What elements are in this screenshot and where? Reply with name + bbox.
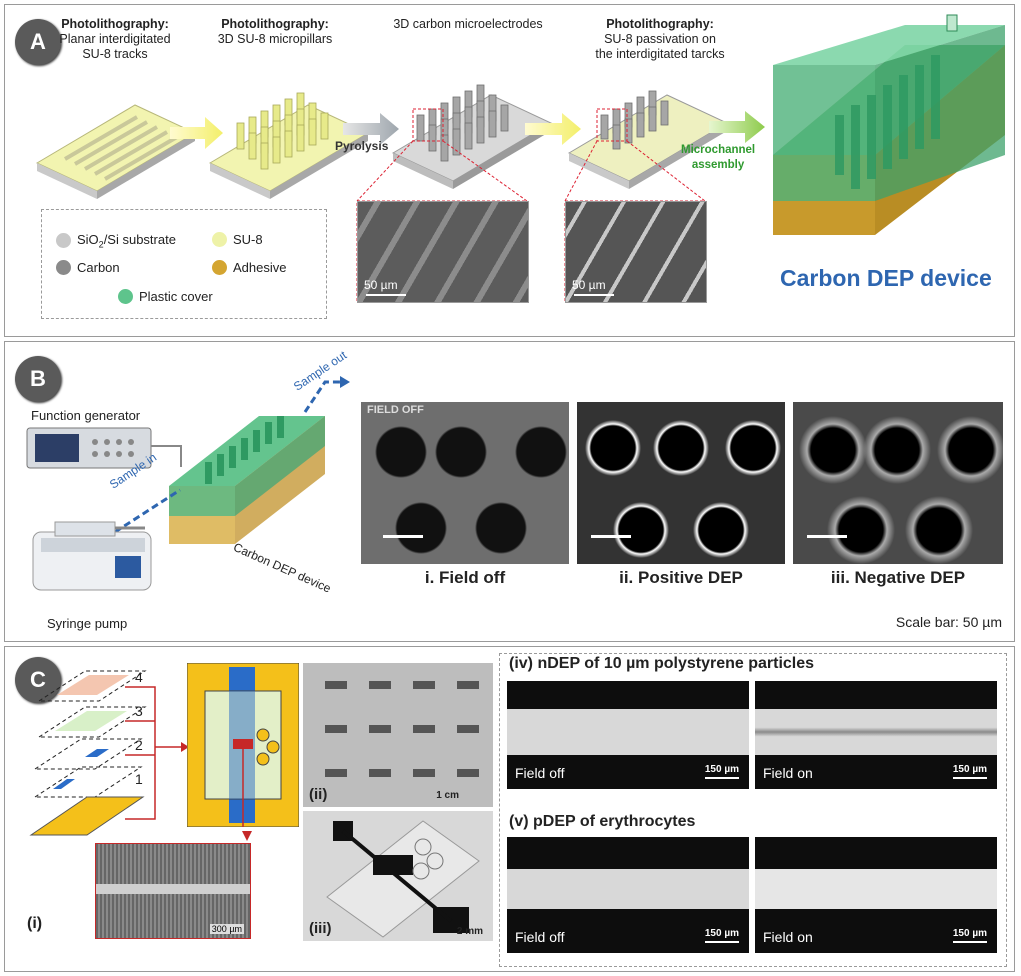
micrograph-scale-bar-3 (807, 535, 847, 538)
chip-photo-drawing (326, 820, 480, 938)
chip-layer-stack (29, 670, 189, 836)
pdep-scale-2: 150 µm (952, 928, 987, 943)
material-legend: SiO2/Si substrate SU-8 Carbon Adhesive P… (41, 209, 327, 319)
step-2-title: Photolithography:3D SU-8 micropillars (217, 17, 333, 46)
layer-label-1: 1 (135, 771, 143, 787)
ndep-field-off-label: Field off (515, 765, 565, 781)
step-4-passivation (564, 90, 729, 202)
scale-label-ii: 1 cm (436, 790, 459, 801)
scale-label-iii: 2 mm (456, 926, 483, 937)
assembled-chip-top-view (187, 663, 299, 827)
micrograph-negative-dep (793, 402, 1003, 564)
step-3-title: 3D carbon microelectrodes (393, 17, 543, 31)
label-iii: (iii) (309, 920, 332, 937)
device-title: Carbon DEP device (780, 265, 992, 291)
plastic-swatch (118, 289, 133, 304)
ndep-scale-2: 150 µm (952, 764, 987, 779)
chip-array-photo-ii: (ii) 1 cm (303, 663, 493, 807)
legend-adhesive: Adhesive (212, 260, 286, 275)
layer-label-2: 2 (135, 737, 143, 753)
function-generator-icon (26, 427, 182, 469)
micrograph-scale-bar-2 (591, 535, 631, 538)
process-arrow-4 (709, 111, 765, 143)
ndep-field-on-label: Field on (763, 765, 813, 781)
panel-c: C 4 3 2 1 (4, 646, 1015, 972)
sem-image-passivation: 50 µm (565, 201, 707, 303)
pdep-field-off-image: Field off 150 µm (507, 837, 749, 953)
syringe-pump-icon (32, 521, 152, 591)
layer-label-4: 4 (135, 669, 143, 685)
sem-scale-label-2: 50 µm (572, 278, 606, 292)
process-arrow-1 (170, 117, 223, 149)
pyrolysis-label: Pyrolysis (335, 139, 389, 153)
syringe-pump-label: Syringe pump (47, 616, 128, 631)
channel-micrograph-i: 300 µm (95, 843, 251, 939)
sem-scale-bar-2 (574, 294, 614, 296)
legend-su8: SU-8 (212, 232, 263, 247)
pdep-field-on-image: Field on 150 µm (755, 837, 997, 953)
process-arrow-3 (525, 113, 581, 145)
pdep-field-off-label: Field off (515, 929, 565, 945)
label-i: (i) (27, 915, 43, 932)
fabrication-process-illustration (35, 14, 1005, 302)
carbon-dep-device-setup (114, 376, 350, 544)
step-2-micropillars (208, 92, 370, 199)
pdep-field-on-label: Field on (763, 929, 813, 945)
chip-array-grid (325, 681, 479, 777)
carbon-dep-device-3d (773, 14, 1005, 235)
step-1-substrate (35, 104, 197, 199)
caption-field-off: i. Field off (424, 568, 506, 587)
legend-plastic: Plastic cover (118, 289, 213, 304)
channel-band (96, 884, 250, 894)
label-ii: (ii) (309, 786, 328, 803)
scale-bar-note: Scale bar: 50 µm (895, 614, 1002, 630)
substrate-swatch (56, 233, 71, 249)
experimental-setup-illustration (26, 376, 350, 591)
layer-label-3: 3 (135, 703, 143, 719)
iv-title: (iv) nDEP of 10 µm polystyrene particles (509, 655, 815, 672)
panel-a-badge: A (15, 19, 61, 65)
su8-swatch (212, 232, 227, 247)
arrow-down-icon (242, 831, 252, 841)
panel-b: B Function generator (4, 341, 1015, 642)
chip-photo-iii: (iii) 2 mm (303, 811, 493, 941)
function-generator-label: Function generator (31, 408, 141, 423)
sem-scale-label-1: 50 µm (364, 278, 398, 292)
carbon-swatch (56, 260, 71, 275)
panel-b-badge: B (15, 356, 61, 402)
sem-image-carbon-electrodes: 50 µm (357, 201, 529, 303)
pdep-scale-1: 150 µm (704, 928, 739, 943)
sem-scale-bar-1 (366, 294, 406, 296)
ndep-field-on-image: Field on 150 µm (755, 681, 997, 789)
v-title: (v) pDEP of erythrocytes (509, 813, 696, 830)
caption-negative-dep: iii. Negative DEP (830, 568, 966, 587)
adhesive-swatch (212, 260, 227, 275)
micrograph-field-off: FIELD OFF (361, 402, 569, 564)
dep-results-frame (499, 653, 1007, 967)
legend-substrate: SiO2/Si substrate (56, 232, 176, 250)
micrograph-scale-bar-1 (383, 535, 423, 538)
ndep-scale-1: 150 µm (704, 764, 739, 779)
step-3-carbon-electrodes (356, 84, 553, 202)
legend-carbon: Carbon (56, 260, 120, 275)
ndep-field-off-image: Field off 150 µm (507, 681, 749, 789)
caption-positive-dep: ii. Positive DEP (619, 568, 743, 587)
micrograph-positive-dep (577, 402, 785, 564)
scale-label-i: 300 µm (209, 924, 244, 934)
panel-c-badge: C (15, 657, 61, 703)
process-arrow-2 (343, 113, 399, 145)
panel-a: A Photolithography:Planar interdigitated… (4, 4, 1015, 337)
field-off-tag: FIELD OFF (367, 404, 424, 416)
